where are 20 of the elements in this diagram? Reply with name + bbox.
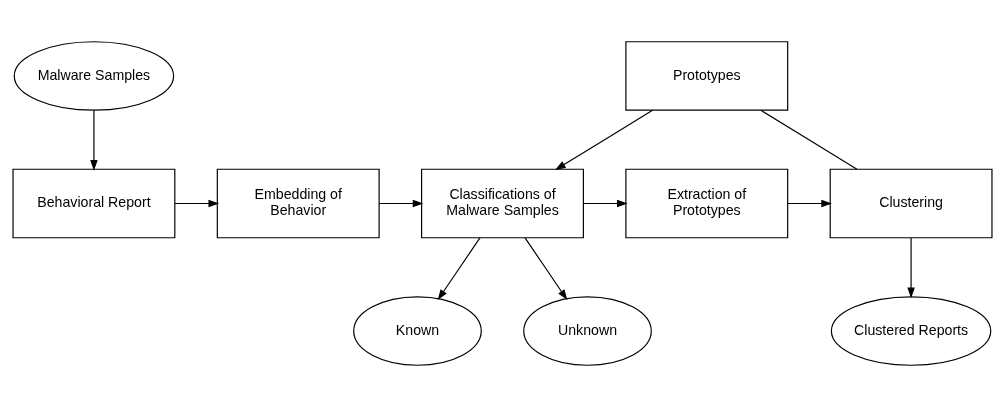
node-ellipse: Clustered Reports	[830, 295, 992, 366]
arrow	[555, 109, 654, 170]
node-box: Extraction of Prototypes	[625, 168, 789, 238]
arrow	[437, 236, 481, 300]
arrow	[787, 199, 832, 207]
node-ellipse: Known	[353, 295, 482, 366]
node-box: Classifications of Malware Samples	[421, 168, 584, 238]
node-box: Clustering	[829, 168, 993, 238]
arrow	[582, 199, 628, 207]
connector	[760, 109, 858, 170]
node-box: Prototypes	[625, 40, 789, 111]
arrow	[378, 199, 424, 207]
arrow	[907, 236, 915, 298]
arrow	[90, 109, 98, 171]
node-ellipse: Unknown	[523, 295, 652, 366]
node-box: Embedding of Behavior	[216, 168, 380, 238]
node-box: Behavioral Report	[12, 168, 176, 238]
node-ellipse: Malware Samples	[13, 40, 175, 111]
arrow	[524, 236, 568, 300]
arrow	[174, 199, 220, 207]
